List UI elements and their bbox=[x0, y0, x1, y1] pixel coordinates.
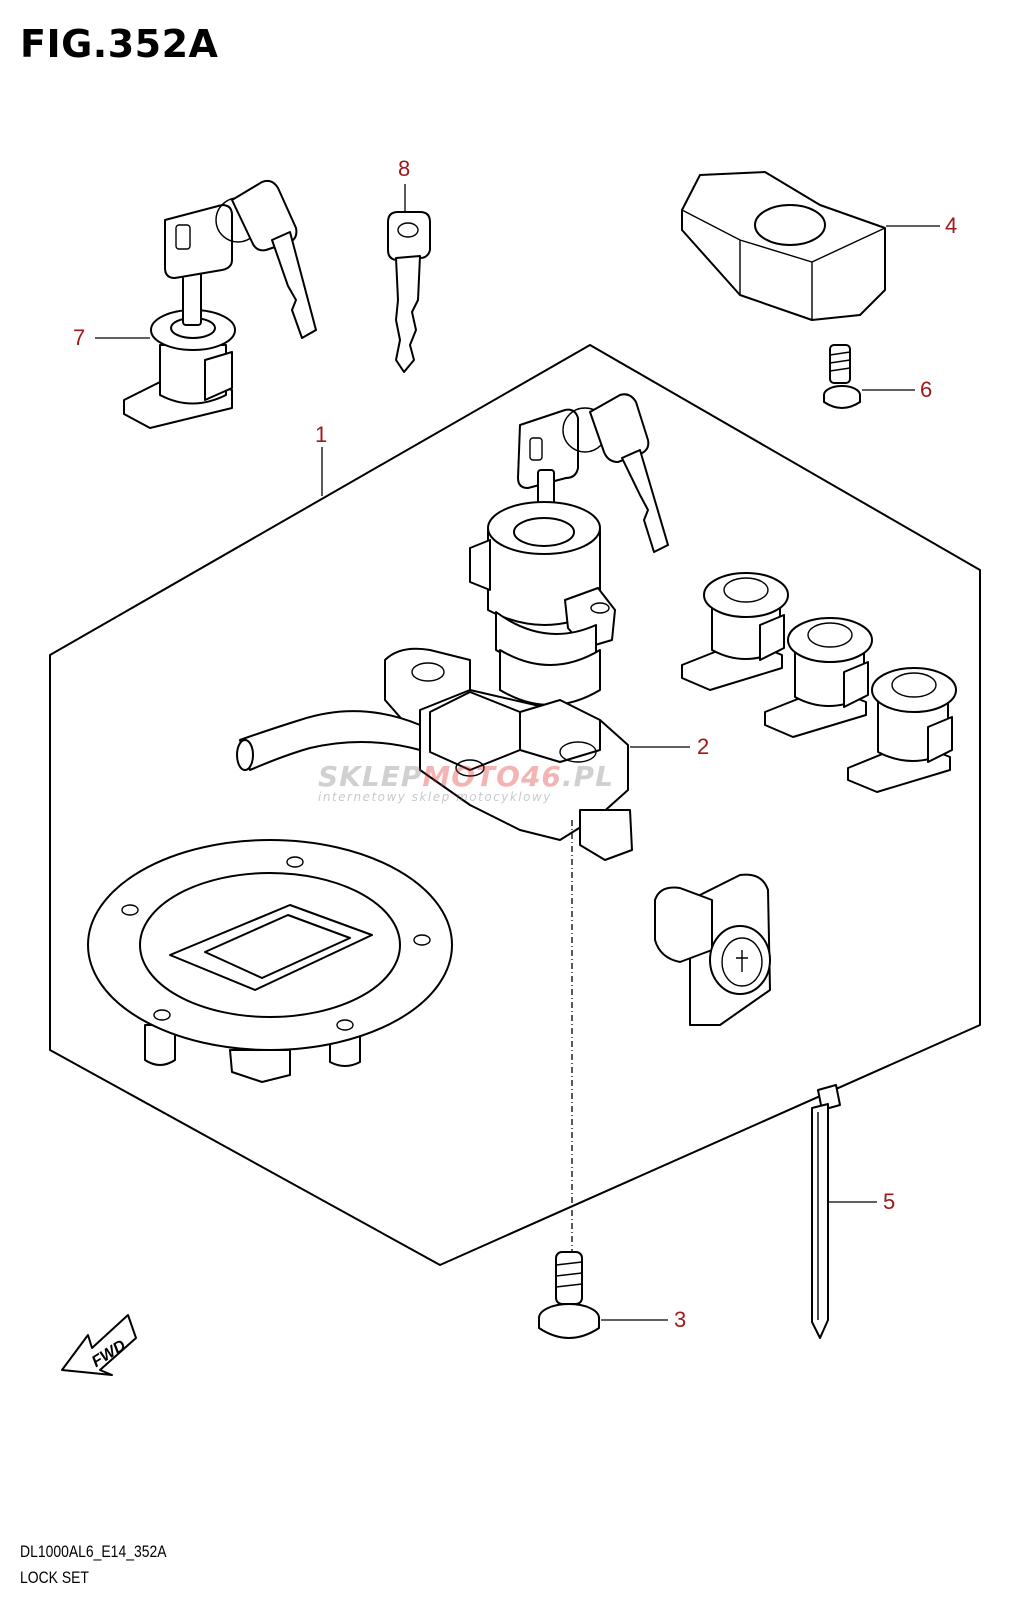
callout-1[interactable]: 1 bbox=[315, 422, 328, 447]
watermark-brand: SKLEPMOTO46.PL bbox=[318, 760, 614, 793]
watermark-tagline: internetowy sklep motocyklowy bbox=[318, 790, 552, 804]
callout-4[interactable]: 4 bbox=[945, 213, 958, 238]
callout-2[interactable]: 2 bbox=[697, 734, 710, 759]
part-3-bolt[interactable] bbox=[538, 1251, 600, 1339]
callout-3[interactable]: 3 bbox=[674, 1307, 687, 1332]
part-8-key-blank[interactable] bbox=[387, 211, 431, 373]
kit-fuel-cap[interactable] bbox=[87, 839, 453, 1083]
callout-6[interactable]: 6 bbox=[920, 377, 933, 402]
part-5-cable-tie[interactable] bbox=[811, 1084, 841, 1339]
part-7-lock-with-keys[interactable] bbox=[123, 179, 317, 429]
leader-lines bbox=[95, 184, 940, 1321]
callout-7[interactable]: 7 bbox=[73, 325, 86, 350]
part-2-ignition-switch[interactable] bbox=[236, 393, 669, 861]
callout-8[interactable]: 8 bbox=[398, 156, 411, 181]
figure-title: FIG.352A bbox=[20, 22, 219, 66]
figure-name: LOCK SET bbox=[20, 1568, 89, 1587]
figure-code: DL1000AL6_E14_352A bbox=[20, 1542, 167, 1561]
kit-lock-cylinder-a[interactable] bbox=[681, 572, 789, 691]
kit-seat-lock[interactable] bbox=[654, 873, 771, 1026]
part-6-bolt[interactable] bbox=[823, 344, 861, 409]
fwd-arrow-icon bbox=[61, 1314, 137, 1376]
callout-5[interactable]: 5 bbox=[883, 1189, 896, 1214]
kit-lock-cylinder-b[interactable] bbox=[764, 617, 873, 738]
kit-lock-cylinder-c[interactable] bbox=[847, 667, 957, 793]
kit-boundary bbox=[49, 344, 981, 1266]
part-4-cover-cap[interactable] bbox=[681, 171, 886, 321]
